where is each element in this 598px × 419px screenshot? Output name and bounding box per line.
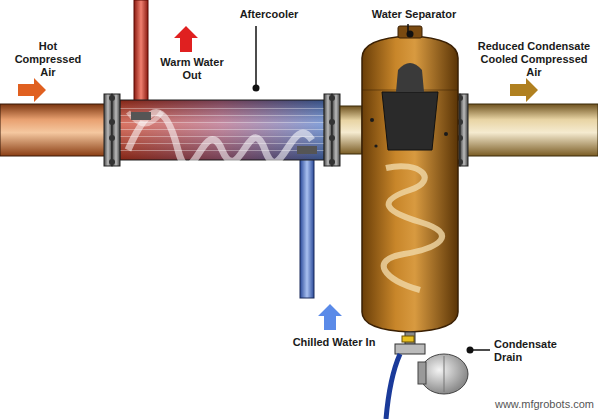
watermark: www.mfgrobots.com [470, 398, 594, 411]
part-name: Water Separator [366, 8, 462, 21]
part-name: Aftercooler [224, 8, 314, 21]
flow-label: Reduced Condensate Cooled Compressed Air [474, 40, 594, 79]
part-name: Condensate Drain [494, 338, 574, 364]
flow-label: Warm Water Out [160, 56, 224, 82]
flow-label: Chilled Water In [292, 336, 376, 349]
flow-label: Hot Compressed Air [8, 40, 88, 79]
